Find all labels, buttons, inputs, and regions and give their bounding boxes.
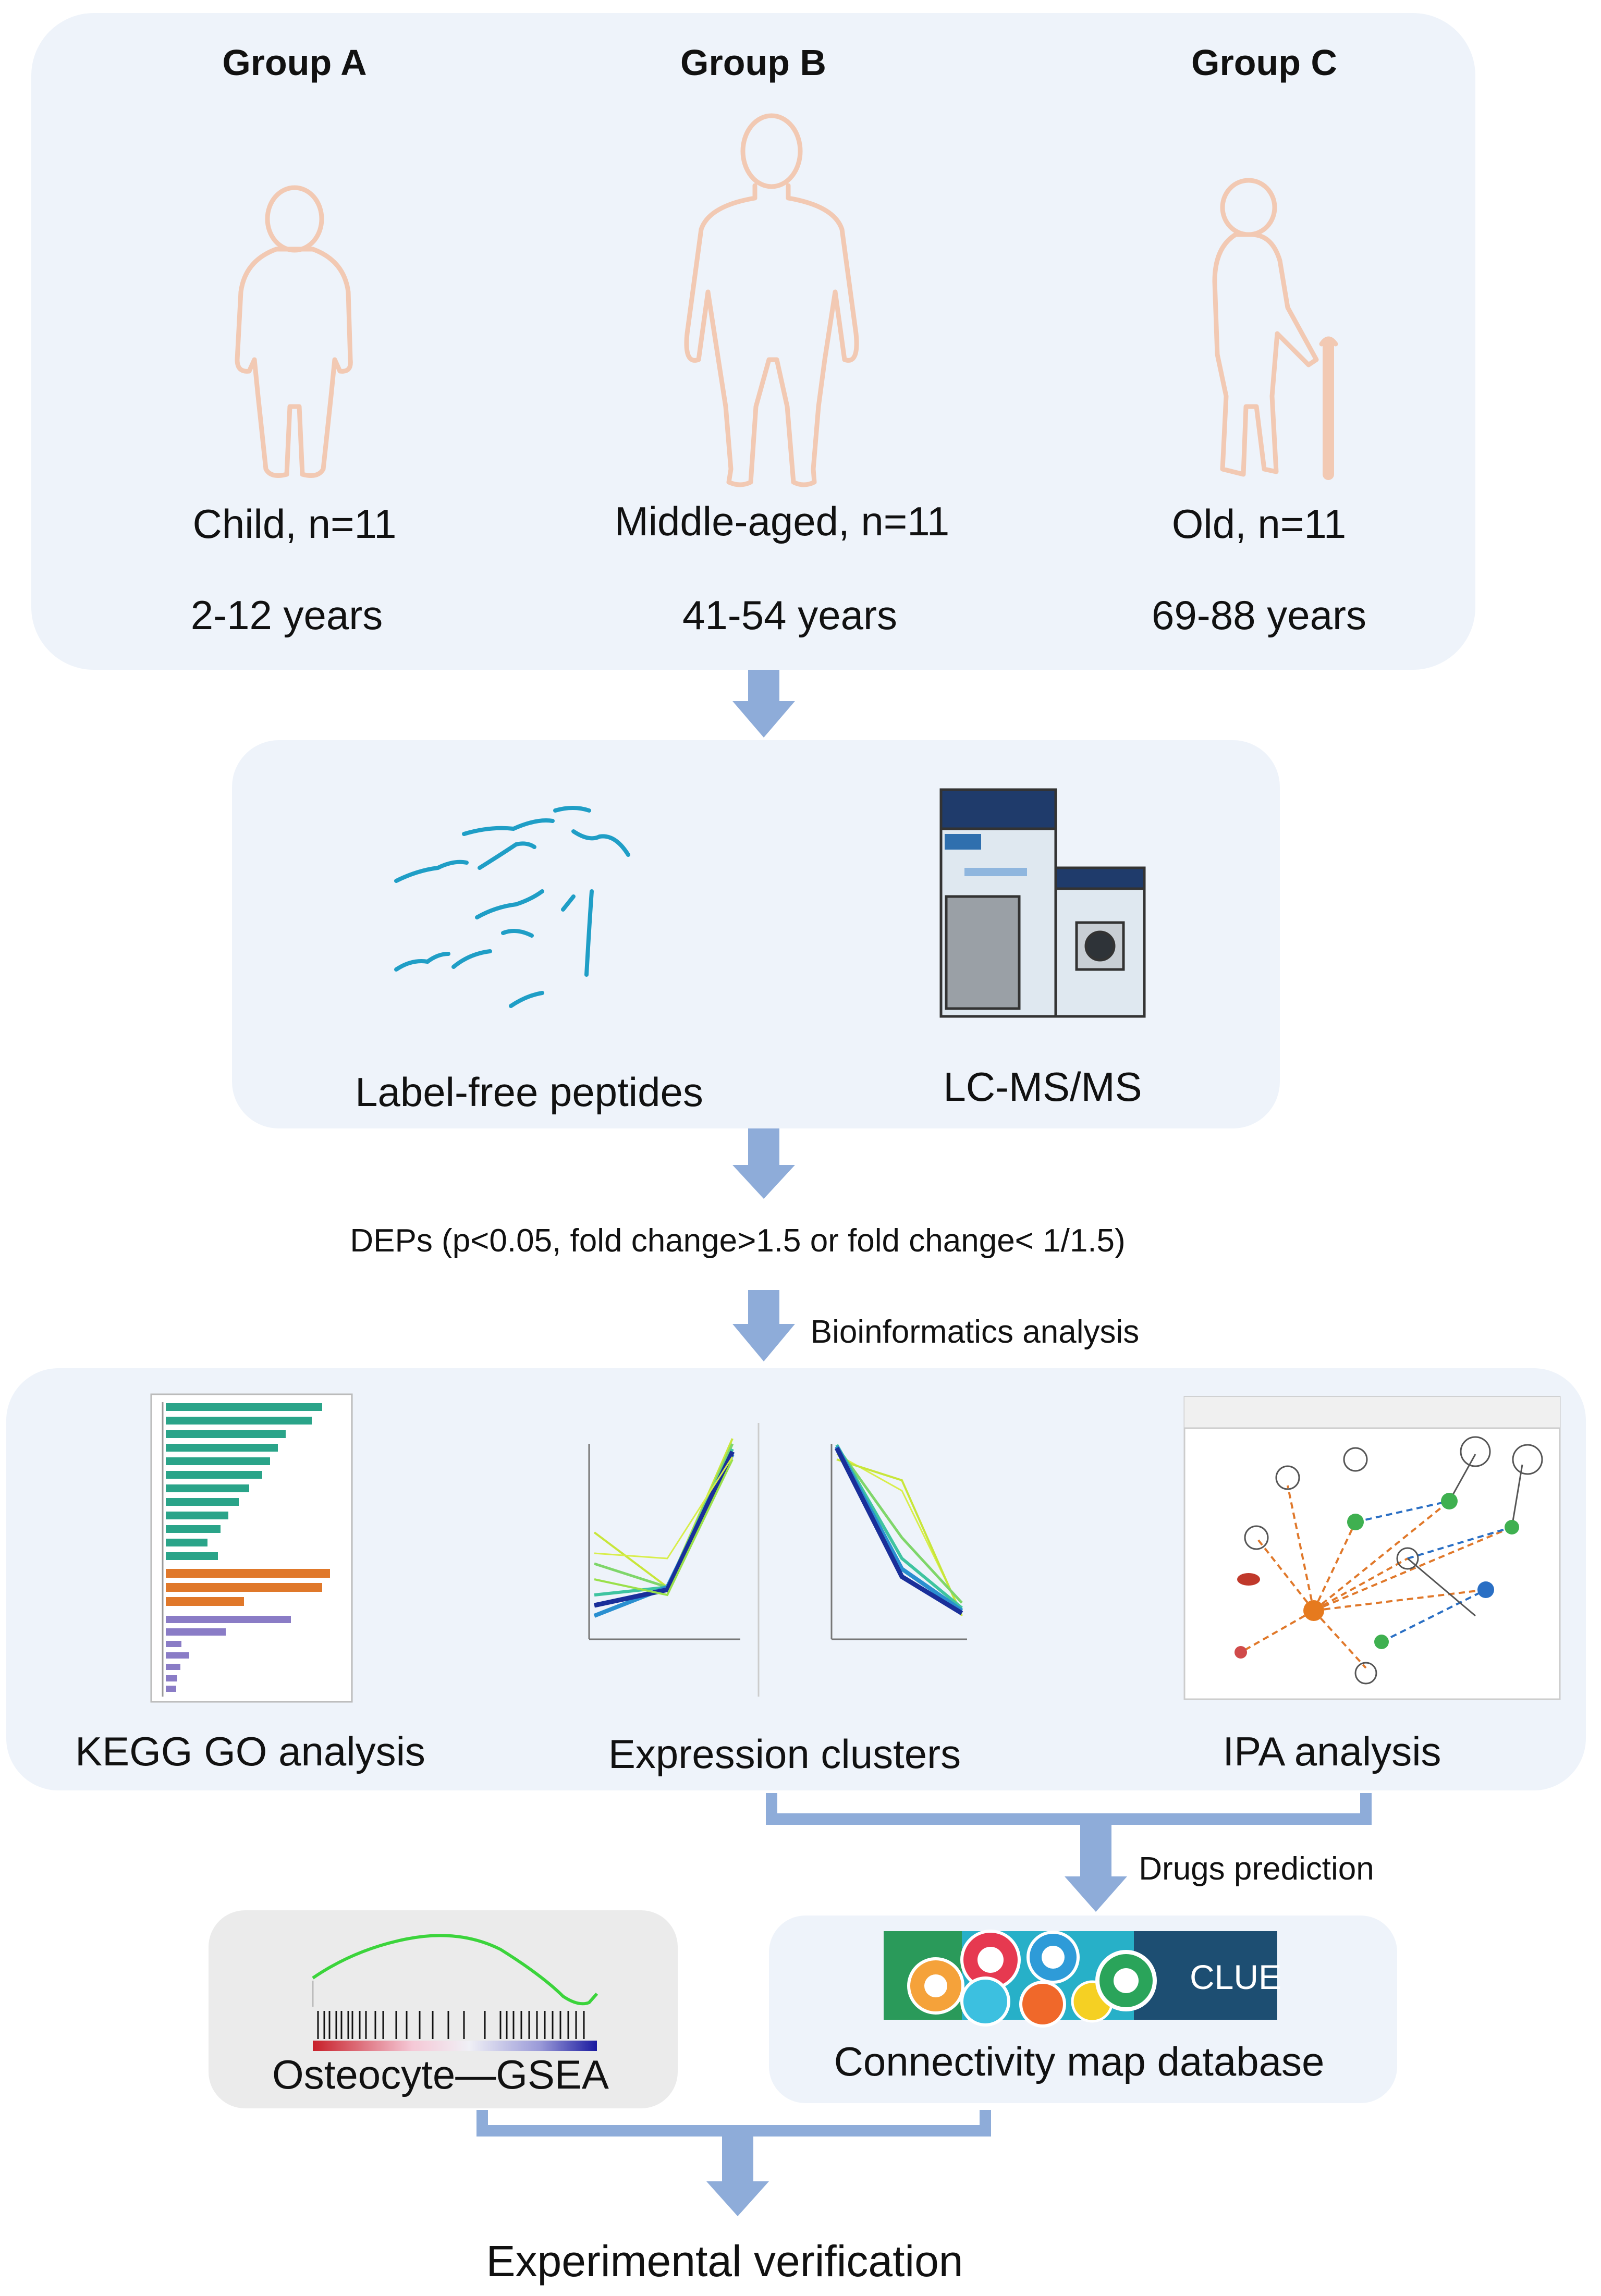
- lc-ms-label: LC-MS/MS: [943, 1064, 1142, 1110]
- ipa-network-thumbnail: [1183, 1396, 1561, 1700]
- group-a-header: Group A: [222, 42, 367, 83]
- deps-criteria-text: DEPs (p<0.05, fold change>1.5 or fold ch…: [350, 1223, 1126, 1259]
- expression-clusters-label: Expression clusters: [608, 1731, 961, 1777]
- child-figure-icon: [235, 185, 353, 478]
- arrow-2: [732, 1128, 795, 1199]
- bioinformatics-text: Bioinformatics analysis: [810, 1314, 1140, 1350]
- group-c-age: 69-88 years: [1152, 592, 1366, 638]
- expression-cluster-thumbnail-2: [830, 1444, 967, 1640]
- elderly-figure-icon: [1212, 178, 1338, 480]
- peptide-strands-icon: [394, 806, 630, 1008]
- group-c-header: Group C: [1191, 42, 1337, 83]
- adult-figure-icon: [684, 113, 859, 487]
- arrow-1: [732, 670, 795, 738]
- merge-brackets: [476, 1793, 1372, 2137]
- clue-logo: [884, 1930, 1277, 2028]
- drugs-prediction-text: Drugs prediction: [1139, 1851, 1374, 1887]
- kegg-go-thumbnail: [150, 1393, 353, 1703]
- gsea-hit-marks: [317, 2011, 585, 2039]
- expression-cluster-thumbnail-1: [588, 1438, 740, 1640]
- gsea-enrichment-plot: [312, 1934, 598, 2051]
- flow-arrows: [706, 670, 1127, 2216]
- ipa-label: IPA analysis: [1223, 1728, 1441, 1774]
- arrow-3: [732, 1290, 795, 1361]
- group-b-header: Group B: [680, 42, 826, 83]
- group-a-age: 2-12 years: [190, 592, 383, 638]
- group-a-label: Child, n=11: [192, 501, 397, 547]
- group-b-age: 41-54 years: [682, 592, 897, 638]
- lc-ms-instrument-icon: [939, 788, 1146, 1018]
- arrow-5: [706, 2126, 769, 2216]
- cmap-label: Connectivity map database: [834, 2039, 1325, 2084]
- peptides-label: Label-free peptides: [355, 1069, 703, 1115]
- group-b-label: Middle-aged, n=11: [614, 498, 950, 544]
- group-c-label: Old, n=11: [1171, 501, 1347, 547]
- gsea-label: Osteocyte—GSEA: [272, 2052, 609, 2097]
- gsea-panel: [209, 1910, 678, 2108]
- arrow-4: [1065, 1824, 1127, 1912]
- kegg-go-label: KEGG GO analysis: [75, 1728, 425, 1774]
- clue-logo-text: CLUE: [1189, 1958, 1282, 1996]
- experimental-verification-label: Experimental verification: [486, 2237, 963, 2286]
